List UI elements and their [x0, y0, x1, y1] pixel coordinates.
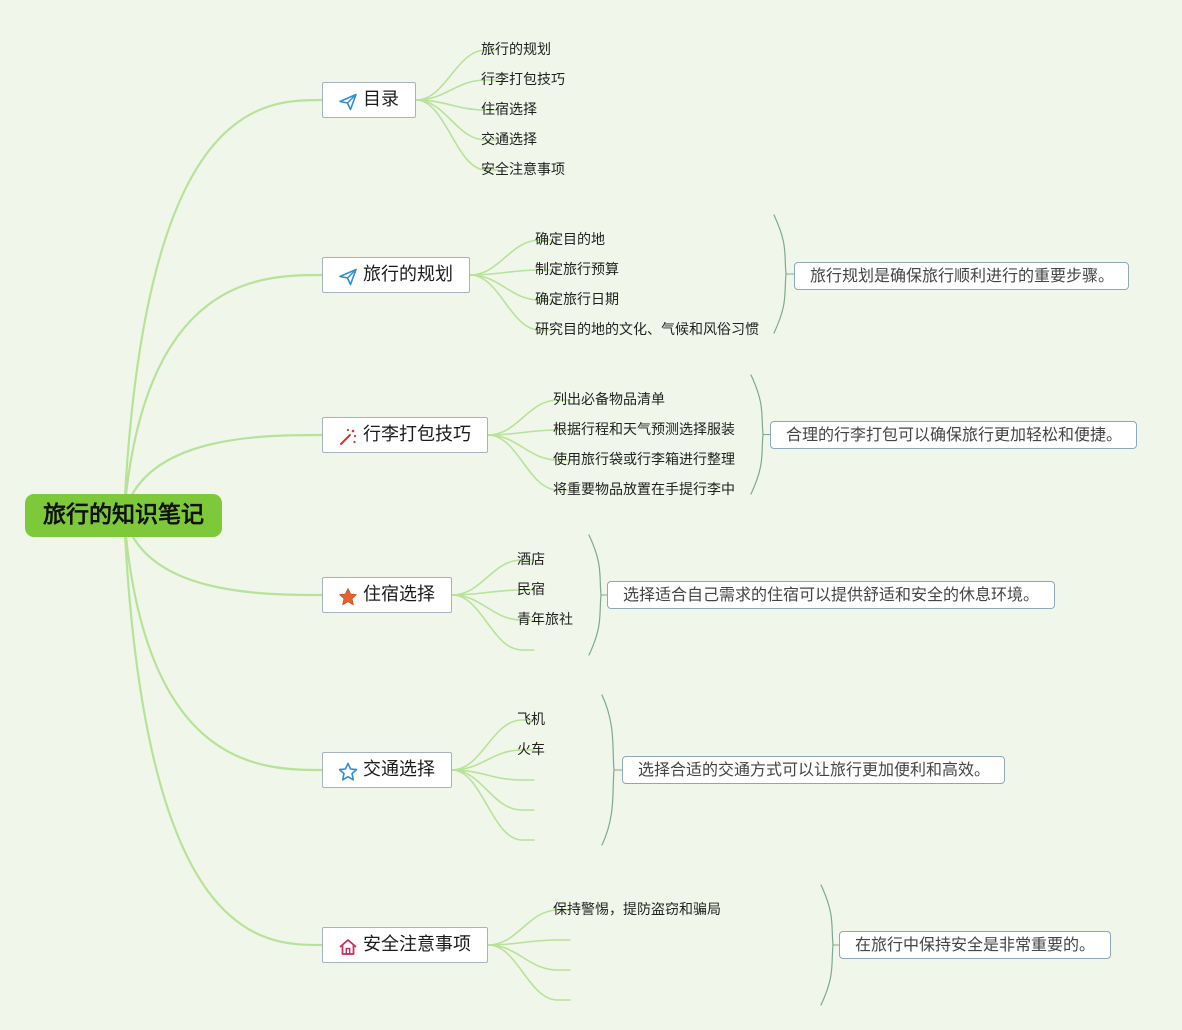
leaf-connector [451, 769, 535, 781]
branch-topic[interactable]: 旅行的规划 [322, 257, 470, 293]
branch-topic[interactable]: 行李打包技巧 [322, 417, 488, 453]
branch-label: 安全注意事项 [363, 934, 471, 955]
leaf-connector [487, 939, 571, 946]
leaf-topic[interactable]: 交通选择 [481, 132, 537, 148]
branch-topic[interactable]: 安全注意事项 [322, 927, 488, 963]
leaf-topic[interactable]: 行李打包技巧 [481, 72, 565, 88]
home-icon [338, 935, 358, 955]
leaf-topic[interactable]: 确定旅行日期 [535, 292, 619, 308]
leaf-topic[interactable]: 根据行程和天气预测选择服装 [553, 422, 735, 438]
branch-label: 行李打包技巧 [363, 424, 471, 445]
leaf-connector [415, 99, 499, 111]
summary-bracket [750, 374, 764, 495]
leaf-connector [469, 274, 553, 301]
star-filled-icon [338, 585, 358, 606]
leaf-topic[interactable]: 火车 [517, 742, 545, 758]
branch-topic[interactable]: 交通选择 [322, 752, 452, 788]
root-connector [122, 513, 324, 597]
leaf-connector [451, 589, 535, 596]
leaf-topic[interactable]: 使用旅行袋或行李箱进行整理 [553, 452, 735, 468]
leaf-connector [451, 749, 535, 771]
leaf-connector [415, 99, 499, 171]
root-connector [122, 98, 324, 517]
summary-topic[interactable]: 在旅行中保持安全是非常重要的。 [839, 931, 1111, 959]
leaf-connector [487, 434, 571, 491]
branch-label: 目录 [363, 89, 399, 110]
leaf-topic[interactable]: 列出必备物品清单 [553, 392, 665, 408]
leaf-connector [469, 269, 553, 276]
summary-topic[interactable]: 选择合适的交通方式可以让旅行更加便利和高效。 [622, 756, 1005, 784]
leaf-connector [415, 49, 499, 101]
leaf-connector [451, 594, 535, 651]
leaf-connector [451, 719, 535, 771]
branch-label: 交通选择 [363, 759, 435, 780]
leaf-topic[interactable]: 安全注意事项 [481, 162, 565, 178]
leaf-topic[interactable]: 保持警惕，提防盗窃和骗局 [553, 902, 721, 918]
root-topic[interactable]: 旅行的知识笔记 [25, 494, 222, 537]
leaf-connector [487, 429, 571, 436]
root-connector [122, 273, 324, 517]
leaf-connector [451, 769, 535, 841]
root-connector [122, 513, 324, 947]
leaf-topic[interactable]: 研究目的地的文化、气候和风俗习惯 [535, 322, 759, 338]
leaf-topic[interactable]: 确定目的地 [535, 232, 605, 248]
sparkle-icon [338, 425, 358, 445]
root-connector [122, 513, 324, 772]
leaf-connector [415, 99, 499, 141]
leaf-topic[interactable]: 青年旅社 [517, 612, 573, 628]
summary-topic[interactable]: 选择适合自己需求的住宿可以提供舒适和安全的休息环境。 [607, 581, 1055, 609]
leaf-connector [415, 79, 499, 101]
summary-bracket [820, 884, 834, 1006]
paper-plane-icon [338, 90, 358, 111]
summary-bracket [588, 534, 602, 656]
summary-topic[interactable]: 旅行规划是确保旅行顺利进行的重要步骤。 [794, 262, 1129, 290]
leaf-connector [451, 769, 535, 811]
leaf-topic[interactable]: 制定旅行预算 [535, 262, 619, 278]
star-outline-icon [338, 760, 358, 781]
branch-label: 旅行的规划 [363, 264, 453, 285]
branch-label: 住宿选择 [363, 584, 435, 605]
leaf-connector [487, 944, 571, 1001]
leaf-topic[interactable]: 飞机 [517, 712, 545, 728]
paper-plane-icon [338, 265, 358, 286]
root-connector [122, 433, 324, 517]
branch-topic[interactable]: 目录 [322, 82, 416, 118]
leaf-connector [487, 944, 571, 971]
leaf-connector [487, 909, 571, 946]
summary-topic[interactable]: 合理的行李打包可以确保旅行更加轻松和便捷。 [770, 421, 1137, 449]
summary-bracket [601, 694, 615, 846]
leaf-connector [487, 434, 571, 461]
leaf-topic[interactable]: 酒店 [517, 552, 545, 568]
branch-topic[interactable]: 住宿选择 [322, 577, 452, 613]
leaf-connector [469, 239, 553, 276]
leaf-topic[interactable]: 民宿 [517, 582, 545, 598]
leaf-connector [469, 274, 553, 331]
leaf-connector [487, 399, 571, 436]
leaf-topic[interactable]: 将重要物品放置在手提行李中 [553, 482, 735, 498]
leaf-connector [451, 559, 535, 596]
leaf-topic[interactable]: 旅行的规划 [481, 42, 551, 58]
summary-bracket [773, 214, 787, 334]
leaf-topic[interactable]: 住宿选择 [481, 102, 537, 118]
leaf-connector [451, 594, 535, 621]
